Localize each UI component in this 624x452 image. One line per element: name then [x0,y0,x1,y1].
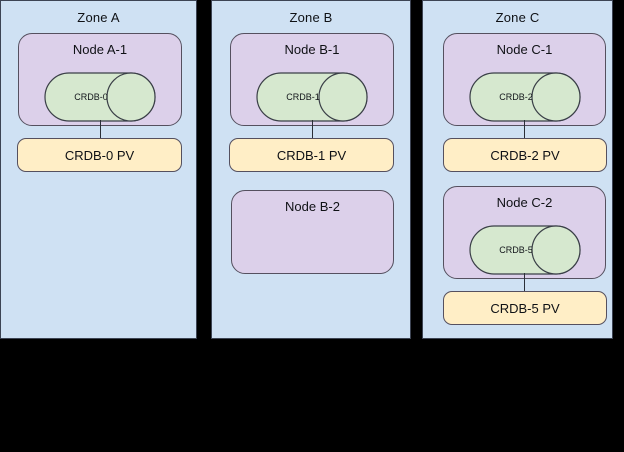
node-title-b-2: Node B-2 [285,199,340,214]
zone-title-b: Zone B [289,10,333,25]
node-title-c-1: Node C-1 [496,42,553,57]
node-title-b-1: Node B-1 [284,42,340,57]
cylinder-shape [44,72,156,122]
node-box-b-2[interactable]: Node B-2 [231,190,394,274]
connector-crdb-2-to-pv [524,120,525,139]
pod-cylinder-crdb-1[interactable]: CRDB-1 [256,72,368,122]
connector-crdb-0-to-pv [100,120,101,139]
cylinder-shape [256,72,368,122]
cylinder-shape [469,225,581,275]
node-title-a-1: Node A-1 [72,42,128,57]
node-title-c-2: Node C-2 [496,195,553,210]
connector-crdb-1-to-pv [312,120,313,139]
pod-cylinder-crdb-0[interactable]: CRDB-0 [44,72,156,122]
pv-box-crdb-2[interactable]: CRDB-2 PV [443,138,607,172]
connector-crdb-5-to-pv [524,273,525,292]
cylinder-shape [469,72,581,122]
zone-title-a: Zone A [77,10,120,25]
pod-cylinder-crdb-2[interactable]: CRDB-2 [469,72,581,122]
pv-box-crdb-1[interactable]: CRDB-1 PV [229,138,394,172]
pv-box-crdb-0[interactable]: CRDB-0 PV [17,138,182,172]
pv-box-crdb-5[interactable]: CRDB-5 PV [443,291,607,325]
zone-title-c: Zone C [495,10,540,25]
pod-cylinder-crdb-5[interactable]: CRDB-5 [469,225,581,275]
